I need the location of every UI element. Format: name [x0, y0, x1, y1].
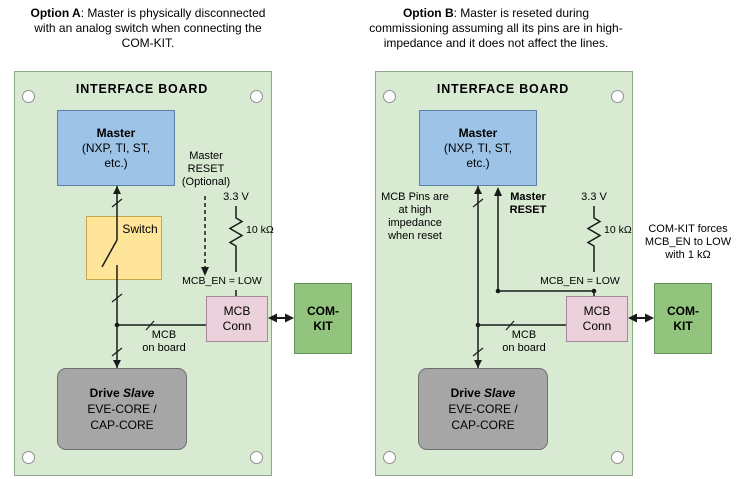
screw-hole-icon [250, 90, 263, 103]
drive-slave-b: Drive Slave EVE-CORE / CAP-CORE [418, 368, 548, 450]
option-b-title-rest: : Master is reseted during [453, 6, 590, 20]
mcb-bus-note-b: MCB on board [492, 329, 556, 355]
mcb-en-label-a: MCB_EN = LOW [182, 275, 262, 287]
slave-title-a-bold: Drive [89, 386, 120, 400]
master-title-b: Master [458, 125, 498, 140]
screw-hole-icon [383, 90, 396, 103]
comkit-box-a: COM- KIT [294, 283, 352, 354]
option-a-header: Option A: Master is physically disconnec… [8, 6, 288, 51]
reset-note-b-line1: Master [510, 191, 546, 203]
mcb-bus-b-line2: on board [502, 342, 546, 354]
supply-voltage-label-b: 3.3 V [581, 191, 607, 203]
pins-note-line1: MCB Pins are [381, 191, 449, 203]
board-title-a: INTERFACE BOARD [75, 82, 209, 96]
screw-hole-icon [383, 451, 396, 464]
comkit-a-line2: KIT [313, 318, 333, 333]
slave-title-b-italic: Slave [484, 386, 516, 400]
mcb-connector-a: MCB Conn [206, 296, 268, 342]
master-vendors2-b: etc.) [466, 155, 490, 170]
mcb-en-label-b: MCB_EN = LOW [540, 275, 620, 287]
slave-title-b-bold: Drive [450, 386, 481, 400]
screw-hole-icon [611, 90, 624, 103]
mcb-bus-b-line1: MCB [511, 329, 537, 341]
switch-label: Switch [122, 222, 158, 236]
arrow-head-right [645, 313, 654, 323]
comkit-note-line1: COM-KIT forces [648, 223, 728, 235]
option-b-title-line1: Option B: Master is reseted during [350, 6, 642, 21]
master-vendors-b: (NXP, TI, ST, [443, 140, 513, 155]
mcb-connector-b: MCB Conn [566, 296, 628, 342]
high-impedance-note-b: MCB Pins are at high impedance when rese… [373, 191, 457, 243]
mcb-conn-b-line1: MCB [583, 304, 611, 318]
drive-slave-a: Drive Slave EVE-CORE / CAP-CORE [57, 368, 187, 450]
option-a-title-line2: with an analog switch when connecting th… [34, 21, 262, 35]
arrow-head-right [285, 313, 294, 323]
option-a-title-rest: : Master is physically disconnected [80, 6, 266, 20]
option-a-title-line3: COM-KIT. [121, 36, 175, 50]
option-b-header: Option B: Master is reseted during commi… [350, 6, 642, 51]
pullup-resistor-label-b: 10 kΩ [604, 224, 632, 236]
comkit-b-line2: KIT [673, 318, 693, 333]
slave-core-a-line2: CAP-CORE [90, 418, 154, 432]
comkit-box-b: COM- KIT [654, 283, 712, 354]
pins-note-line2: at high [398, 204, 432, 216]
mcb-conn-a-line1: MCB [223, 304, 251, 318]
reset-note-a-line2: RESET [187, 163, 225, 175]
mcb-conn-a-line2: Conn [222, 319, 252, 333]
option-b-title-line3: impedance and it does not affect the lin… [383, 36, 609, 50]
slave-core-b-line2: CAP-CORE [451, 418, 515, 432]
comkit-note-line2: MCB_EN to LOW [644, 236, 732, 248]
pins-note-line3: impedance [388, 217, 442, 229]
master-vendors2-a: etc.) [104, 155, 128, 170]
comkit-note-line3: with 1 kΩ [665, 249, 711, 261]
option-b-title-bold: Option B [402, 6, 454, 20]
slave-title-a: Drive Slave [90, 385, 155, 401]
slave-core-a-line1: EVE-CORE / [87, 402, 157, 416]
master-chip-b: Master (NXP, TI, ST, etc.) [419, 110, 537, 186]
comkit-forces-note-b: COM-KIT forces MCB_EN to LOW with 1 kΩ [633, 223, 743, 262]
screw-hole-icon [250, 451, 263, 464]
mcb-conn-b-line2: Conn [582, 319, 612, 333]
comkit-a-line1: COM- [307, 303, 339, 318]
supply-voltage-label-a: 3.3 V [223, 191, 249, 203]
reset-note-a-line3: (Optional) [181, 176, 231, 188]
comkit-b-line1: COM- [667, 303, 699, 318]
master-reset-note-b: Master RESET [500, 191, 556, 217]
reset-note-b-line2: RESET [509, 204, 547, 216]
reset-note-a-line1: Master [189, 150, 223, 162]
pins-note-line4: when reset [388, 230, 442, 242]
master-reset-note-a: Master RESET (Optional) [178, 150, 234, 189]
master-chip-a: Master (NXP, TI, ST, etc.) [57, 110, 175, 186]
slave-core-b-line1: EVE-CORE / [448, 402, 518, 416]
mcb-bus-a-line1: MCB [151, 329, 177, 341]
master-title-a: Master [96, 125, 136, 140]
master-vendors-a: (NXP, TI, ST, [81, 140, 151, 155]
screw-hole-icon [22, 90, 35, 103]
option-b-title-line2: commissioning assuming all its pins are … [369, 21, 623, 35]
analog-switch-box [86, 216, 162, 280]
screw-hole-icon [611, 451, 624, 464]
slave-title-a-italic: Slave [123, 386, 155, 400]
option-a-title-bold: Option A [30, 6, 81, 20]
mcb-bus-a-line2: on board [142, 342, 186, 354]
option-a-title-line1: Option A: Master is physically disconnec… [8, 6, 288, 21]
slave-title-b: Drive Slave [451, 385, 516, 401]
pullup-resistor-label-a: 10 kΩ [246, 224, 274, 236]
mcb-bus-note-a: MCB on board [132, 329, 196, 355]
board-title-b: INTERFACE BOARD [436, 82, 570, 96]
screw-hole-icon [22, 451, 35, 464]
